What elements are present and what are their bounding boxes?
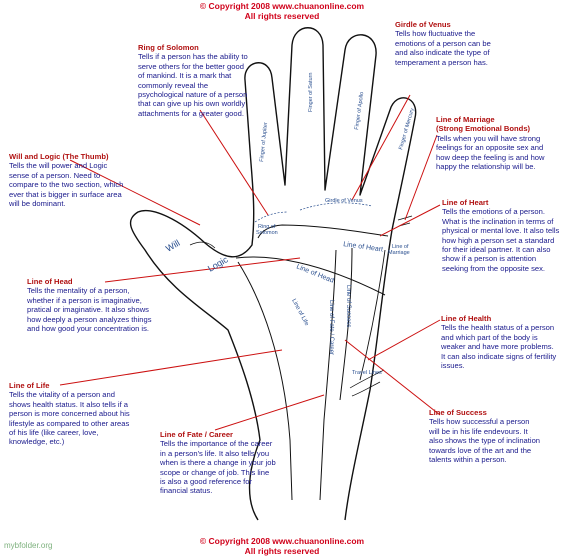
- success-line: [339, 247, 353, 401]
- leader-girdle-of-venus: [351, 94, 411, 201]
- copyright-bottom-line2: All rights reserved: [244, 545, 320, 556]
- label-girdle-of-venus: Girdle of Venus: [325, 198, 363, 204]
- leader-line-of-success: [344, 339, 441, 416]
- callout-line-of-success-body: Tells how successful a person will be in…: [429, 417, 541, 465]
- label-line-of-marriage-line2: Marriage: [388, 250, 410, 256]
- callout-line-of-head-title: Line of Head: [27, 277, 73, 286]
- callout-line-of-fate: Line of Fate / Career Tells the importan…: [160, 430, 276, 496]
- watermark-text: mybfolder.org: [4, 541, 53, 550]
- label-ring-of-solomon: Ring of Solomon: [256, 224, 278, 236]
- callout-line-of-marriage-body: Tells when you will have strong feelings…: [436, 133, 545, 172]
- leader-will-and-logic: [69, 159, 201, 226]
- girdle-of-venus-line: [299, 202, 373, 211]
- leader-line-of-health: [367, 319, 441, 361]
- label-line-of-fate: Line of Fate / Career: [328, 300, 334, 355]
- label-ring-of-solomon-line1: Ring of: [258, 224, 276, 230]
- thumb-joint: [189, 241, 216, 249]
- callout-line-of-marriage-title: Line of Marriage: [436, 115, 495, 124]
- callout-line-of-heart: Line of Heart Tells the emotions of a pe…: [442, 198, 560, 273]
- fate-line: [319, 249, 337, 501]
- copyright-bottom: © Copyright 2008 www.chuanonline.com All…: [0, 536, 564, 556]
- callout-line-of-head-body: Tells the mentality of a person, whether…: [27, 286, 152, 334]
- callout-line-of-marriage: Line of Marriage (Strong Emotional Bonds…: [436, 115, 550, 171]
- copyright-bottom-line1: © Copyright 2008 www.chuanonline.com: [199, 536, 365, 546]
- callout-will-and-logic: Will and Logic (The Thumb) Tells the wil…: [9, 152, 127, 208]
- leader-ring-of-solomon: [199, 109, 269, 216]
- callout-girdle-of-venus: Girdle of Venus Tells how fluctuative th…: [395, 20, 505, 67]
- callout-line-of-life-title: Line of Life: [9, 381, 50, 390]
- callout-line-of-success: Line of Success Tells how successful a p…: [429, 408, 541, 464]
- label-logic: Logic: [206, 254, 230, 274]
- label-ring-of-solomon-line2: Solomon: [256, 230, 278, 236]
- travel-lines: [349, 369, 385, 397]
- callout-ring-of-solomon-title: Ring of Solomon: [138, 43, 199, 52]
- leaders: [59, 94, 441, 431]
- ring-of-solomon-line: [254, 211, 289, 223]
- label-line-of-life: Line of Life: [290, 298, 309, 327]
- callout-will-and-logic-body: Tells the will power and Logic sense of …: [9, 161, 124, 209]
- callout-line-of-heart-title: Line of Heart: [442, 198, 489, 207]
- leader-line-of-heart: [379, 204, 441, 237]
- callout-line-of-head: Line of Head Tells the mentality of a pe…: [27, 277, 153, 333]
- callout-will-and-logic-title: Will and Logic (The Thumb): [9, 152, 109, 161]
- health-line: [359, 249, 386, 381]
- label-will: Will: [164, 238, 182, 254]
- callout-line-of-life: Line of Life Tells the vitality of a per…: [9, 381, 133, 447]
- leader-line-of-fate: [214, 394, 325, 431]
- callout-line-of-success-title: Line of Success: [429, 408, 487, 417]
- callout-line-of-heart-body: Tells the emotions of a person. What is …: [442, 207, 560, 273]
- callout-girdle-of-venus-body: Tells how fluctuative the emotions of a …: [395, 29, 491, 67]
- callout-ring-of-solomon-body: Tells if a person has the ability to ser…: [138, 52, 248, 118]
- callout-line-of-fate-body: Tells the importance of the career in a …: [160, 439, 276, 496]
- label-line-of-marriage: Line of Marriage: [388, 244, 410, 256]
- marriage-line-1: [397, 215, 413, 221]
- callout-girdle-of-venus-title: Girdle of Venus: [395, 20, 451, 29]
- callout-line-of-health-body: Tells the health status of a person and …: [441, 323, 557, 371]
- leader-line-of-life: [59, 349, 283, 386]
- callout-line-of-health: Line of Health Tells the health status o…: [441, 314, 557, 370]
- label-line-of-heart: Line of Heart: [343, 241, 384, 254]
- copyright-top-line1: © Copyright 2008 www.chuanonline.com: [199, 1, 365, 11]
- head-line: [235, 256, 386, 296]
- heart-line: [257, 224, 389, 239]
- label-travel-lines: Travel Lines: [352, 370, 382, 376]
- callout-line-of-health-title: Line of Health: [441, 314, 492, 323]
- life-line: [237, 261, 293, 501]
- callout-line-of-life-body: Tells the vitality of a person and shows…: [9, 390, 130, 447]
- label-finger-of-jupiter: Finger of Jupiter: [259, 122, 269, 162]
- label-finger-of-saturn: Finger of Saturn: [308, 73, 314, 112]
- label-line-of-success: Line of Success: [345, 285, 351, 327]
- copyright-top: © Copyright 2008 www.chuanonline.com All…: [0, 1, 564, 21]
- label-line-of-marriage-line1: Line of: [392, 244, 409, 250]
- callout-ring-of-solomon: Ring of Solomon Tells if a person has th…: [138, 43, 250, 118]
- leader-line-of-head: [104, 257, 301, 283]
- label-finger-of-apollo: Finger of Apollo: [354, 92, 365, 131]
- callout-line-of-marriage-title2: (Strong Emotional Bonds): [436, 124, 531, 134]
- copyright-top-line2: All rights reserved: [244, 10, 320, 21]
- callout-line-of-fate-title: Line of Fate / Career: [160, 430, 234, 439]
- leader-line-of-marriage: [404, 134, 438, 221]
